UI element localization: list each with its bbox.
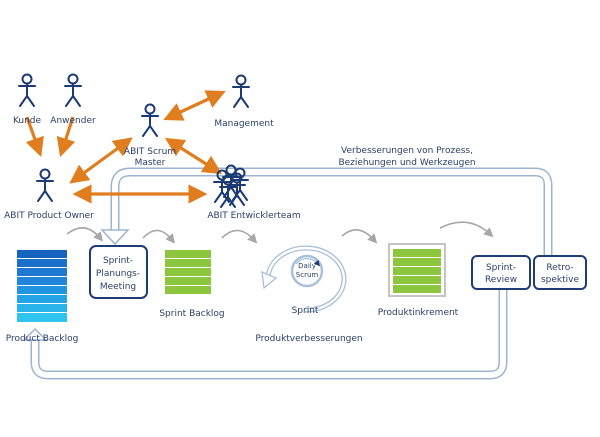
produktinkrement-stack xyxy=(393,249,441,293)
improvement-label-line1: Verbesserungen von Prozess, xyxy=(341,146,473,156)
daily-scrum-label-line2: Scrum xyxy=(296,271,319,279)
retrospektive-label-line2: spektive xyxy=(541,275,580,285)
sprint-label: Sprint xyxy=(292,306,319,316)
sprint-planning-label-line2: Planungs- xyxy=(96,269,140,279)
anwender-label: Anwender xyxy=(50,116,96,126)
retrospektive-label-line1: Retro- xyxy=(546,263,573,273)
sprint-planning-label-line1: Sprint- xyxy=(103,256,133,266)
sprint-backlog-stack xyxy=(165,250,211,294)
product-owner-actor-icon xyxy=(36,168,54,202)
management-actor-icon xyxy=(232,74,250,108)
produktinkrement-label: Produktinkrement xyxy=(378,308,459,318)
entwicklerteam-label: ABIT Entwicklerteam xyxy=(207,211,300,221)
sprint-backlog-label: Sprint Backlog xyxy=(159,309,224,319)
scrum-master-label-line2: Master xyxy=(135,158,166,168)
scrum-master-label-line1: ABIT Scrum xyxy=(124,147,176,157)
improvement-loop-arrow xyxy=(100,167,553,260)
retrospektive-box xyxy=(533,255,587,290)
sprint-planning-box xyxy=(89,245,148,299)
product-backlog-stack xyxy=(17,250,67,322)
scrum-master-actor-icon xyxy=(141,103,159,137)
anwender-actor-icon xyxy=(64,73,82,107)
product-backlog-label: Product Backlog xyxy=(6,334,79,344)
sprint-review-label-line2: Review xyxy=(485,275,517,285)
sprint-cycle-icon xyxy=(261,245,347,313)
flow-arrows xyxy=(66,221,494,244)
product-improvement-loop-arrow xyxy=(22,290,508,380)
sprint-review-label-line1: Sprint- xyxy=(486,263,516,273)
sprint-review-box xyxy=(471,255,531,290)
kunde-label: Kunde xyxy=(13,116,42,126)
kunde-actor-icon xyxy=(18,73,36,107)
product-owner-label: ABIT Product Owner xyxy=(4,211,94,221)
produktverbesserungen-label: Produktverbesserungen xyxy=(255,334,362,344)
relationship-arrows xyxy=(25,90,226,204)
improvement-label-line2: Beziehungen und Werkzeugen xyxy=(338,158,475,168)
daily-scrum-label-line1: Daily xyxy=(298,262,316,270)
management-label: Management xyxy=(214,119,274,129)
sprint-planning-label-line3: Meeting xyxy=(100,282,136,292)
